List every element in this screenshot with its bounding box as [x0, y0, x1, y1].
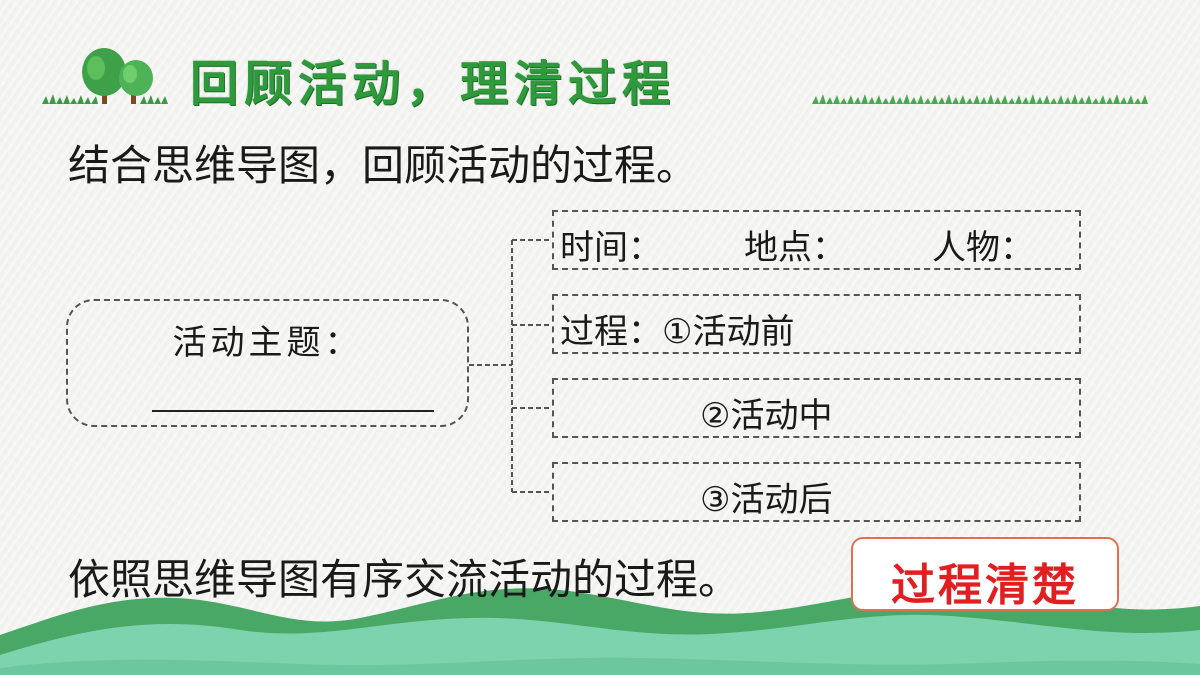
footer-text: 依照思维导图有序交流活动的过程。: [68, 555, 741, 604]
info-box-process-before: 过程：①活动前: [552, 294, 1081, 354]
process-during-label: ②活动中: [700, 396, 833, 436]
info-box-process-during: ②活动中: [552, 378, 1081, 438]
clear-process-badge: 过程清楚: [851, 537, 1119, 611]
time-label: 时间：: [560, 228, 662, 268]
badge-label: 过程清楚: [891, 560, 1079, 611]
grass-icon: [812, 94, 1152, 104]
process-before-label: 过程：①活动前: [560, 312, 795, 352]
page-title: 回顾活动，理清过程: [190, 56, 677, 112]
process-after-label: ③活动后: [700, 480, 833, 520]
info-box-process-after: ③活动后: [552, 462, 1081, 522]
info-box-basics: 时间： 地点： 人物：: [552, 210, 1081, 270]
topic-label: 活动主题：: [172, 323, 363, 363]
people-label: 人物：: [932, 228, 1034, 268]
topic-blank-line: [152, 410, 434, 412]
tree-icon: [42, 48, 168, 104]
intro-text: 结合思维导图，回顾活动的过程。: [68, 141, 699, 190]
topic-box: 活动主题：: [66, 299, 469, 427]
place-label: 地点：: [744, 228, 846, 268]
